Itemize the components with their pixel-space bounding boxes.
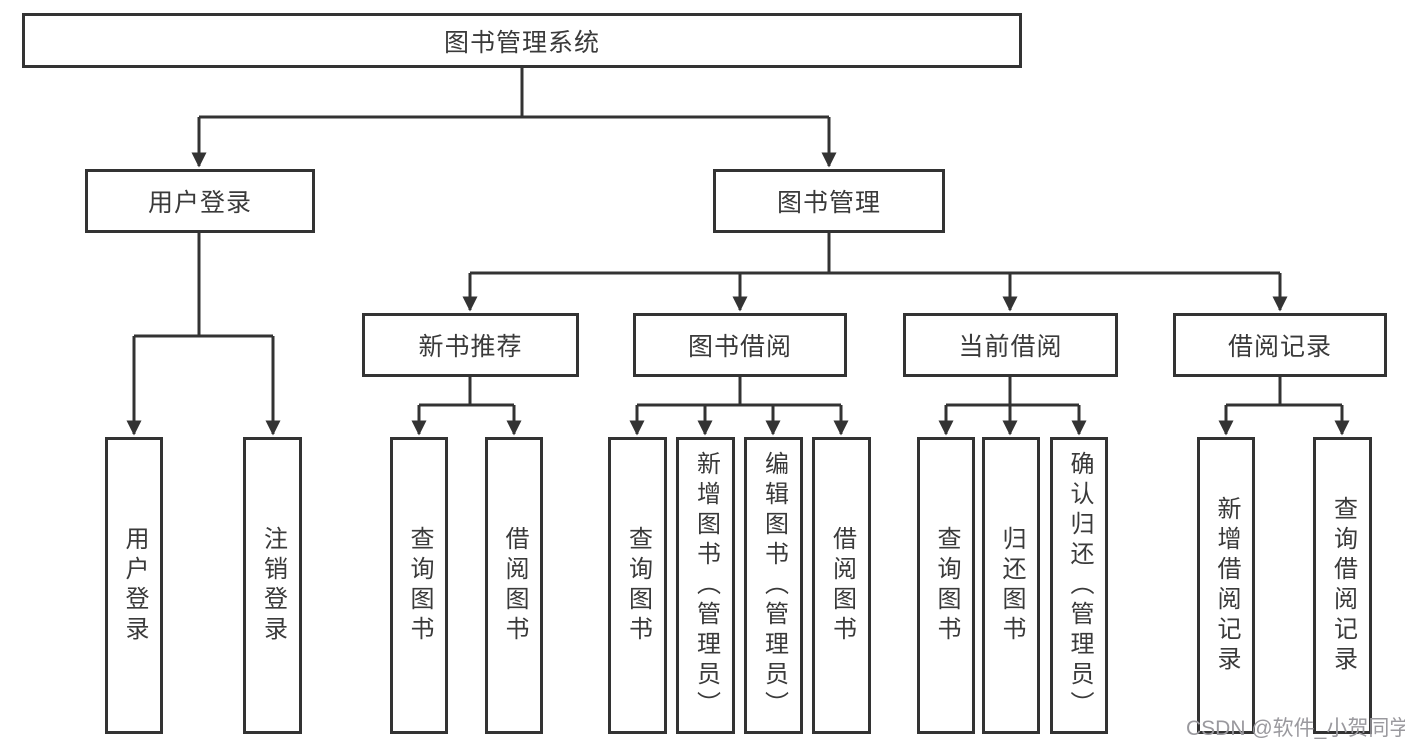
node-label: 用户登录: [147, 189, 252, 217]
node-label: 新书推荐: [418, 333, 523, 361]
leaf-label: 编辑图书（管理员）: [760, 450, 788, 721]
leaf-logout: 注销登录: [243, 437, 302, 734]
node-borrowing-records: 借阅记录: [1173, 313, 1387, 377]
leaf-label: 借阅图书: [828, 525, 856, 646]
connector-new-book-bar: [419, 377, 514, 407]
leaf-br-query-borrow-record: 查询借阅记录: [1313, 437, 1372, 734]
node-label: 图书管理系统: [443, 28, 600, 57]
csdn-watermark: CSDN @软件_小贺同学: [1186, 717, 1405, 740]
leaf-cb-return-books: 归还图书: [982, 437, 1040, 734]
leaf-nbr-query-books: 查询图书: [390, 437, 448, 734]
leaf-label: 用户登录: [121, 525, 148, 646]
node-book-management: 图书管理: [713, 169, 945, 233]
leaf-cb-confirm-return-admin: 确认归还（管理员）: [1050, 437, 1108, 734]
node-label: 图书管理: [776, 189, 881, 217]
node-label: 当前借阅: [958, 333, 1063, 361]
leaf-label: 查询借阅记录: [1329, 495, 1357, 676]
node-label: 借阅记录: [1227, 333, 1332, 361]
leaf-cb-query-books: 查询图书: [917, 437, 975, 734]
connector-book-management-bar: [470, 232, 1280, 275]
leaf-label: 查询图书: [933, 525, 960, 646]
connector-user-login-bar: [134, 232, 273, 338]
leaf-label: 确认归还（管理员）: [1066, 450, 1093, 721]
leaf-label: 归还图书: [998, 525, 1025, 646]
leaf-label: 新增图书（管理员）: [692, 450, 720, 721]
leaf-nbr-borrow-books: 借阅图书: [485, 437, 543, 734]
connector-current-borrowing-bar: [946, 377, 1079, 407]
leaf-label: 借阅图书: [501, 525, 528, 646]
connector-book-borrowing-bar: [637, 377, 841, 407]
leaf-label: 新增借阅记录: [1213, 495, 1240, 676]
leaf-label: 注销登录: [259, 525, 287, 646]
leaf-user-login: 用户登录: [105, 437, 163, 734]
node-user-login: 用户登录: [85, 169, 315, 233]
connector-root-bar: [199, 68, 829, 119]
leaf-label: 查询图书: [406, 525, 433, 646]
leaf-label: 查询图书: [624, 525, 652, 646]
leaf-br-add-borrow-record: 新增借阅记录: [1197, 437, 1255, 734]
node-label: 图书借阅: [687, 333, 792, 361]
connector-borrowing-records-bar: [1226, 377, 1342, 407]
node-new-book-recommendation: 新书推荐: [362, 313, 579, 377]
leaf-bb-edit-books-admin: 编辑图书（管理员）: [744, 437, 803, 734]
leaf-bb-borrow-books: 借阅图书: [812, 437, 871, 734]
node-library-management-system: 图书管理系统: [22, 13, 1022, 68]
node-book-borrowing: 图书借阅: [633, 313, 847, 377]
node-current-borrowing: 当前借阅: [903, 313, 1118, 377]
leaf-bb-query-books: 查询图书: [608, 437, 667, 734]
leaf-bb-add-books-admin: 新增图书（管理员）: [676, 437, 735, 734]
